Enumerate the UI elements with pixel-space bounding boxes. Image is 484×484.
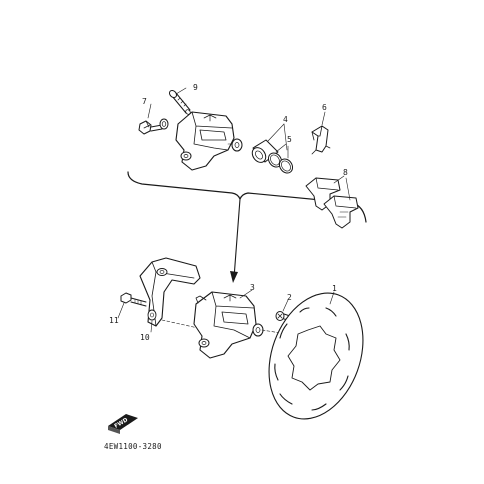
callout-3: 3 — [250, 283, 255, 292]
leader-6 — [321, 111, 326, 126]
callout-10: 10 — [140, 333, 150, 342]
callout-4: 4 — [283, 115, 288, 124]
part-9-pin-bolt — [168, 89, 191, 115]
alignment-dash-1 — [161, 319, 199, 329]
part-6-pad-spring — [311, 125, 331, 155]
part-10-caliper-bracket — [139, 257, 201, 327]
group-arrow-line — [233, 198, 241, 279]
leader-10 — [150, 320, 153, 333]
leader-3 — [239, 289, 253, 299]
callout-11: 11 — [109, 316, 119, 325]
leader-1 — [329, 291, 335, 305]
part-1-brake-disc — [268, 292, 364, 420]
callout-6: 6 — [322, 103, 327, 112]
caliper-side-washer — [227, 138, 243, 152]
callout-1: 1 — [332, 284, 337, 293]
callout-7: 7 — [142, 97, 147, 106]
part-code-label: 4EW1100-3280 — [104, 442, 162, 451]
part-11-bracket-bolt — [120, 292, 147, 307]
part-3-caliper-assembly — [193, 291, 264, 359]
upper-caliper-body — [175, 111, 235, 171]
callout-2: 2 — [287, 293, 292, 302]
leader-2 — [282, 299, 289, 312]
leader-5a — [275, 143, 287, 153]
leader-4a — [267, 123, 285, 142]
group-arrow-head — [230, 271, 238, 283]
part-7-bleed-screw — [138, 118, 169, 135]
leader-8a — [333, 175, 345, 184]
leader-8b — [345, 177, 351, 201]
leader-4b — [283, 123, 288, 151]
leader-7 — [147, 103, 152, 119]
callout-5: 5 — [287, 135, 292, 144]
fwd-direction-badge: FWD — [108, 414, 138, 434]
part-4-5-piston-seals — [251, 139, 294, 174]
leader-11 — [117, 302, 125, 319]
part-8-brake-pads — [305, 177, 359, 229]
callout-8: 8 — [343, 168, 348, 177]
callout-9: 9 — [193, 83, 198, 92]
leader-9 — [175, 87, 187, 95]
